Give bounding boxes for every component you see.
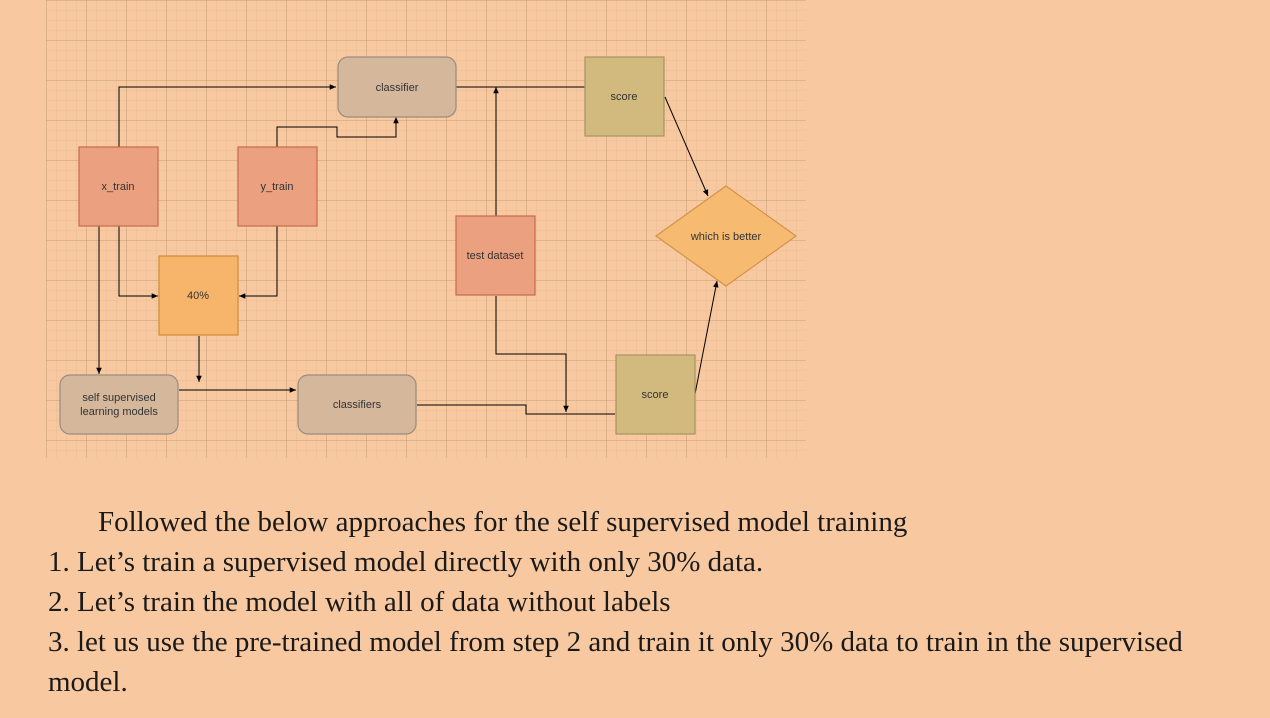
y-train-label: y_train	[260, 181, 293, 193]
edge-testdataset-to-bottom-line	[495, 296, 569, 412]
x-train-label: x_train	[101, 181, 134, 193]
step-2: 2. Let’s train the model with all of dat…	[48, 586, 671, 618]
test-dataset-node: test dataset	[455, 215, 536, 296]
which-is-better-node: which is better	[654, 185, 798, 287]
forty-percent-node: 40%	[158, 255, 239, 336]
which-is-better-label: which is better	[690, 231, 762, 243]
description-intro: Followed the below approaches for the se…	[98, 506, 908, 538]
edge-xtrain-to-classifier	[118, 84, 336, 147]
step-3: 3. let us use the pre-trained model from…	[48, 626, 1183, 698]
classifier-node: classifier	[337, 56, 457, 118]
score-bottom-node: score	[615, 354, 696, 435]
classifiers-node: classifiers	[297, 374, 417, 435]
flowchart: classifier score x_train y_train which i…	[59, 56, 798, 435]
test-dataset-label: test dataset	[467, 250, 524, 262]
y-train-node: y_train	[237, 146, 318, 227]
edge-ytrain-to-forty	[239, 226, 278, 299]
step-1: 1. Let’s train a supervised model direct…	[48, 546, 764, 578]
flowchart-canvas: classifier score x_train y_train which i…	[46, 0, 806, 458]
score-top-node: score	[584, 56, 665, 137]
self-supervised-label-line1: self supervised	[82, 392, 155, 404]
x-train-node: x_train	[78, 146, 159, 227]
description-text: Followed the below approaches for the se…	[48, 502, 1248, 702]
score-bottom-label: score	[642, 389, 669, 401]
edge-score-to-decision	[664, 96, 709, 197]
edge-ytrain-to-classifier	[276, 117, 399, 147]
self-supervised-label-line2: learning models	[80, 406, 158, 418]
score-top-label: score	[611, 91, 638, 103]
classifier-label: classifier	[376, 82, 419, 94]
edge-xtrain-to-forty	[118, 226, 158, 299]
self-supervised-node: self supervised learning models	[59, 374, 179, 435]
edge-bottom-score-to-decision	[694, 280, 719, 395]
classifiers-label: classifiers	[333, 399, 382, 411]
edge-classifiers-to-score	[417, 404, 615, 415]
forty-percent-label: 40%	[187, 290, 209, 302]
